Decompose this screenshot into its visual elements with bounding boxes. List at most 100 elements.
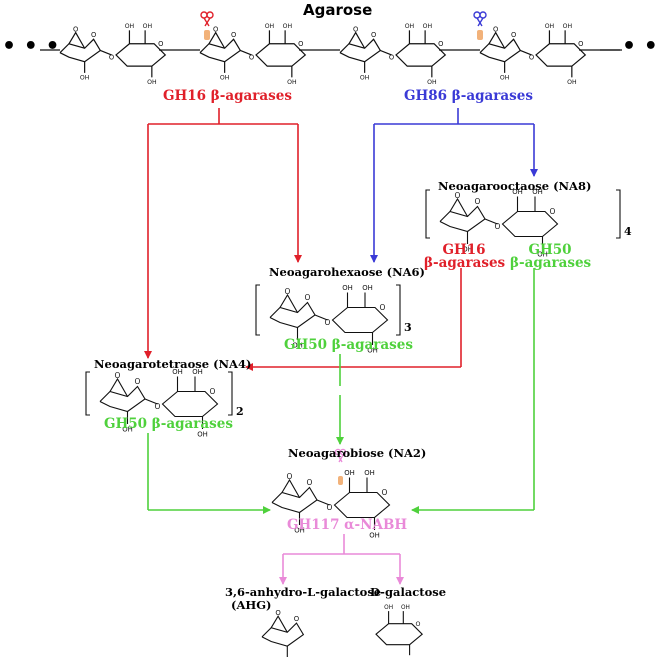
svg-text:O: O — [91, 31, 96, 39]
svg-text:O: O — [73, 25, 78, 33]
svg-text:O: O — [493, 25, 498, 33]
svg-text:OH: OH — [364, 469, 375, 477]
svg-text:O: O — [109, 53, 114, 61]
svg-text:OH: OH — [563, 23, 573, 30]
gh16-label: GH16 β-agarases — [163, 88, 292, 104]
svg-text:O: O — [380, 303, 386, 312]
gh16-connectors — [144, 108, 462, 371]
svg-text:OH: OH — [567, 79, 577, 86]
svg-text:OH: OH — [283, 23, 293, 30]
svg-text:O: O — [115, 371, 121, 380]
svg-text:O: O — [455, 191, 461, 200]
svg-text:OH: OH — [369, 532, 380, 540]
na8-label: Neoagarooctaose (NA8) — [438, 179, 592, 193]
svg-text:O: O — [578, 40, 583, 48]
svg-text:OH: OH — [197, 431, 208, 439]
na8-subscript: 4 — [624, 225, 632, 238]
svg-text:O: O — [353, 25, 358, 33]
svg-text:O: O — [135, 377, 141, 386]
svg-text:OH: OH — [265, 23, 275, 30]
svg-text:OH: OH — [362, 284, 373, 292]
svg-text:OH: OH — [360, 75, 370, 82]
svg-text:OH: OH — [172, 368, 183, 376]
svg-text:OH: OH — [122, 426, 133, 434]
gh86-scissors-icon — [473, 11, 487, 40]
svg-text:O: O — [475, 197, 481, 206]
svg-text:OH: OH — [342, 284, 353, 292]
svg-text:O: O — [325, 318, 331, 327]
na4-subscript: 2 — [236, 405, 244, 418]
svg-text:O: O — [495, 222, 501, 231]
gh50-na8-label: GH50 — [528, 242, 572, 258]
na4-structure: O OH O O OH OH OH O — [85, 368, 233, 439]
svg-text:O: O — [307, 478, 313, 487]
na6-subscript: 3 — [404, 321, 412, 334]
svg-text:O: O — [305, 293, 311, 302]
svg-text:OH: OH — [500, 75, 510, 82]
svg-text:O: O — [210, 387, 216, 396]
svg-text:O: O — [389, 53, 394, 61]
gh50-na8-sublabel: β-agarases — [510, 255, 592, 271]
gh50-na6-label: GH50 β-agarases — [284, 337, 413, 353]
svg-text:O: O — [327, 503, 333, 512]
svg-text:OH: OH — [384, 605, 393, 611]
ahg-abbrev-label: (AHG) — [231, 598, 272, 612]
svg-text:O: O — [438, 40, 443, 48]
gh50-na4-label: GH50 β-agarases — [104, 416, 233, 432]
svg-text:OH: OH — [344, 469, 355, 477]
svg-text:OH: OH — [532, 188, 543, 196]
svg-text:OH: OH — [125, 23, 135, 30]
svg-text:OH: OH — [512, 188, 523, 196]
svg-text:O: O — [213, 25, 218, 33]
svg-text:OH: OH — [462, 246, 473, 254]
svg-text:O: O — [231, 31, 236, 39]
svg-text:O: O — [416, 621, 421, 628]
svg-text:OH: OH — [80, 75, 90, 82]
chain-ellipsis-left: • • • — [2, 34, 60, 59]
chain-ellipsis-right: • • • — [622, 34, 667, 59]
na8-structure: O OH O O OH OH OH O — [425, 188, 621, 259]
na2-structure: O OH O O OH OH OH O — [271, 469, 391, 540]
svg-text:OH: OH — [192, 368, 203, 376]
d-galactose-label: D-galactose — [370, 585, 447, 599]
na4-label: Neoagarotetraose (NA4) — [94, 357, 252, 371]
svg-text:OH: OH — [537, 251, 548, 259]
svg-text:OH: OH — [147, 79, 157, 86]
svg-text:OH: OH — [220, 75, 230, 82]
svg-text:OH: OH — [292, 342, 303, 350]
svg-text:O: O — [294, 615, 300, 623]
agarose-chain-structure: O OH O O OH OH OH O O OH O O OH OH OH O O OH O O OH OH OH O O OH O… — [40, 23, 622, 86]
svg-text:O: O — [550, 207, 556, 216]
svg-text:O: O — [529, 53, 534, 61]
svg-text:O: O — [371, 31, 376, 39]
diagram-title: Agarose — [303, 1, 373, 19]
gh117-connectors — [279, 534, 404, 585]
gh117-label: GH117 α-NABH — [287, 517, 408, 533]
na2-cleavage-icon — [334, 448, 347, 485]
svg-text:OH: OH — [545, 23, 555, 30]
svg-text:O: O — [287, 472, 293, 481]
svg-text:O: O — [155, 402, 161, 411]
ahg-label: 3,6-anhydro-L-galactose — [225, 585, 382, 599]
svg-text:O: O — [275, 609, 281, 617]
svg-text:O: O — [511, 31, 516, 39]
svg-text:OH: OH — [401, 605, 410, 611]
gh16-na8-sublabel: β-agarases — [424, 255, 506, 271]
svg-text:O: O — [382, 488, 388, 497]
svg-text:OH: OH — [423, 23, 433, 30]
gh86-label: GH86 β-agarases — [404, 88, 533, 104]
svg-text:OH: OH — [143, 23, 153, 30]
gh50-connectors — [147, 268, 535, 514]
svg-text:OH: OH — [294, 527, 305, 535]
svg-text:OH: OH — [367, 347, 378, 355]
gh16-na8-label: GH16 — [442, 242, 486, 258]
svg-text:OH: OH — [405, 23, 415, 30]
svg-text:OH: OH — [287, 79, 297, 86]
svg-text:O: O — [298, 40, 303, 48]
svg-text:O: O — [249, 53, 254, 61]
gh16-scissors-icon — [200, 11, 214, 40]
